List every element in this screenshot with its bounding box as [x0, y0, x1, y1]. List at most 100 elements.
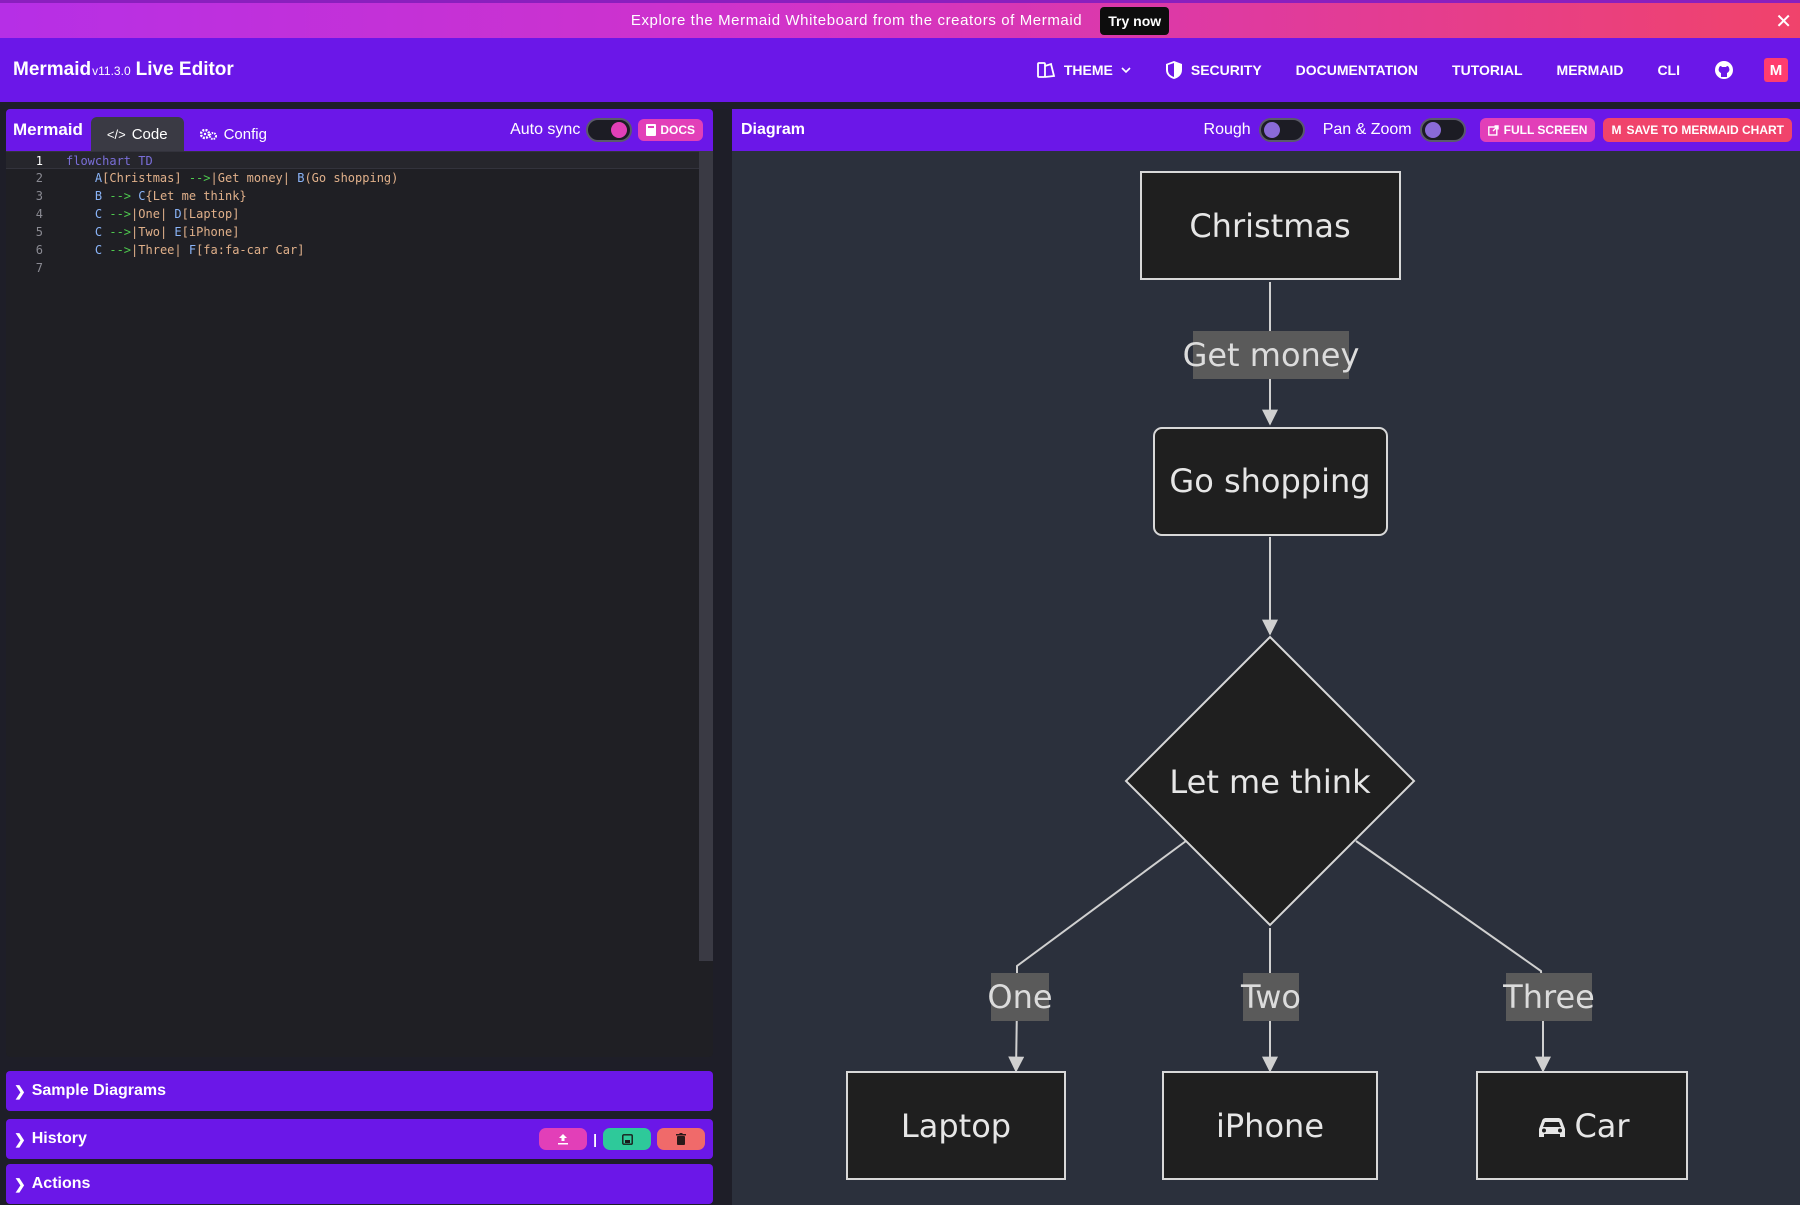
edge-label-get-money-text: Get money [1183, 336, 1360, 374]
panzoom-toggle[interactable] [1419, 118, 1466, 142]
node-let-me-think[interactable]: Let me think [1124, 635, 1416, 927]
delete-button[interactable] [657, 1128, 705, 1150]
node-car[interactable]: Car [1476, 1071, 1688, 1180]
diagram-controls: Rough Pan & Zoom FULL SCREEN M SAVE TO M… [1204, 109, 1792, 151]
code-text [51, 259, 66, 277]
node-go-shopping-label: Go shopping [1169, 462, 1370, 500]
node-laptop[interactable]: Laptop [846, 1071, 1066, 1180]
full-screen-button[interactable]: FULL SCREEN [1479, 118, 1596, 142]
nav-mermaid[interactable]: MERMAID [1557, 62, 1624, 78]
book-icon [646, 124, 657, 136]
code-icon: </> [106, 126, 126, 142]
tab-config[interactable]: Config [184, 117, 283, 151]
save-button[interactable] [603, 1128, 651, 1150]
upload-button[interactable] [539, 1128, 588, 1150]
editor-scrollbar[interactable] [699, 151, 713, 961]
flowchart-canvas[interactable]: Get money One Two Three Christmas Go sho… [732, 151, 1800, 1205]
gears-icon [199, 128, 217, 140]
autosync-toggle[interactable] [586, 118, 633, 142]
node-go-shopping[interactable]: Go shopping [1153, 427, 1388, 536]
code-line[interactable]: 5 C -->|Two| E[iPhone] [6, 223, 713, 241]
github-link[interactable] [1714, 60, 1734, 80]
edge-label-one: One [987, 973, 1053, 1021]
nav-tutorial[interactable]: TUTORIAL [1452, 62, 1523, 78]
nav-security[interactable]: SECURITY [1165, 60, 1262, 80]
edge-label-one-text: One [987, 978, 1052, 1016]
trash-icon [676, 1133, 686, 1145]
nav-theme[interactable]: THEME [1036, 60, 1131, 80]
line-number: 7 [35, 261, 43, 275]
edge-label-three-text: Three [1502, 978, 1595, 1016]
code-line[interactable]: 7 [6, 259, 713, 277]
code-line[interactable]: 6 C -->|Three| F[fa:fa-car Car] [6, 241, 713, 259]
edge-label-two-text: Two [1240, 978, 1301, 1016]
nav-documentation-label: DOCUMENTATION [1295, 62, 1419, 78]
separator: | [593, 1131, 597, 1147]
line-number: 4 [35, 207, 43, 221]
code-text: B --> C{Let me think} [66, 189, 247, 203]
theme-icon [1036, 62, 1055, 78]
line-number: 6 [35, 243, 43, 257]
rough-toggle[interactable] [1258, 118, 1305, 142]
upload-icon [558, 1134, 569, 1145]
line-number: 1 [35, 154, 43, 168]
line-number: 2 [35, 171, 43, 185]
chevron-right-icon: ❯ [14, 1175, 26, 1192]
code-line[interactable]: 2 A[Christmas] -->|Get money| B(Go shopp… [6, 169, 713, 187]
accordion-history-label: History [31, 1130, 87, 1147]
editor-header: Mermaid </> Code Config Auto sync DOCS [6, 109, 713, 151]
rough-label: Rough [1203, 121, 1251, 138]
history-actions: | [539, 1128, 705, 1150]
edge-label-get-money: Get money [1183, 331, 1360, 379]
accordion-sample-label: Sample Diagrams [31, 1082, 167, 1099]
docs-label: DOCS [660, 123, 695, 137]
autosync-control: Auto sync DOCS [510, 109, 703, 151]
nav-cli[interactable]: CLI [1657, 62, 1680, 78]
mermaid-chart-icon: M [1611, 123, 1622, 137]
nav-cli-label: CLI [1657, 62, 1680, 78]
code-text: flowchart TD [66, 154, 153, 168]
save-icon [621, 1133, 633, 1145]
code-line[interactable]: 1 flowchart TD [6, 151, 713, 169]
nav-items: THEME SECURITY DOCUMENTATION TUTORIAL ME… [1036, 38, 1800, 102]
chevron-right-icon: ❯ [14, 1130, 26, 1147]
code-text: C -->|One| D[Laptop] [66, 207, 240, 221]
save-to-mermaid-chart-button[interactable]: M SAVE TO MERMAID CHART [1603, 118, 1792, 142]
nav-documentation[interactable]: DOCUMENTATION [1296, 62, 1418, 78]
try-now-button[interactable]: Try now [1100, 6, 1170, 35]
brand[interactable]: Mermaid v11.3.0 Live Editor [13, 59, 234, 81]
docs-button[interactable]: DOCS [638, 119, 703, 141]
edge-think-laptop [1008, 840, 1187, 1073]
shield-icon [1165, 61, 1182, 79]
code-line[interactable]: 3 B --> C{Let me think} [6, 187, 713, 205]
tab-code[interactable]: </> Code [90, 117, 184, 151]
code-text: C -->|Two| E[iPhone] [66, 225, 240, 239]
node-christmas[interactable]: Christmas [1140, 171, 1401, 280]
external-link-icon [1487, 124, 1499, 136]
node-let-me-think-label: Let me think [1169, 763, 1371, 801]
accordion-actions[interactable]: ❯ Actions [6, 1164, 713, 1204]
top-navbar: Mermaid v11.3.0 Live Editor THEME SECURI… [0, 38, 1800, 102]
accordion-actions-label: Actions [31, 1175, 91, 1192]
node-iphone[interactable]: iPhone [1162, 1071, 1378, 1180]
mermaid-chart-logo[interactable]: M [1764, 58, 1788, 82]
node-car-label: Car [1574, 1107, 1630, 1145]
github-icon [1715, 61, 1733, 79]
editor-title: Mermaid [13, 120, 83, 139]
nav-tutorial-label: TUTORIAL [1452, 62, 1523, 78]
close-icon[interactable]: ✕ [1775, 11, 1792, 33]
accordion-sample-diagrams[interactable]: ❯ Sample Diagrams [6, 1071, 713, 1111]
logo-letter: M [1769, 61, 1783, 79]
accordion-history[interactable]: ❯ History | [6, 1119, 713, 1159]
nav-security-label: SECURITY [1190, 62, 1262, 78]
chevron-right-icon: ❯ [14, 1082, 26, 1099]
brand-name: Mermaid [13, 59, 92, 80]
full-screen-label: FULL SCREEN [1503, 123, 1588, 137]
code-line[interactable]: 4 C -->|One| D[Laptop] [6, 205, 713, 223]
chevron-down-icon [1121, 67, 1131, 74]
car-icon [1539, 1118, 1565, 1137]
editor-panel: Mermaid </> Code Config Auto sync DOCS 1… [6, 109, 713, 1057]
diagram-header: Diagram Rough Pan & Zoom FULL SCREEN M S… [732, 109, 1800, 151]
line-number: 3 [35, 189, 43, 203]
